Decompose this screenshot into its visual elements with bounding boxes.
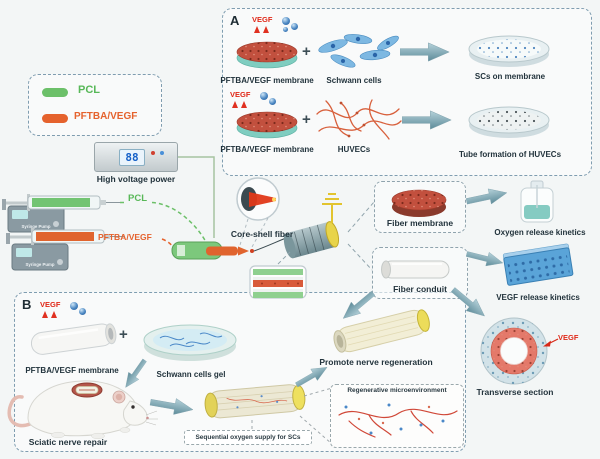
oxygen-sphere-icon [70, 302, 78, 310]
vegf-up-arrow-icon [241, 101, 247, 108]
oxygen-sphere-icon [79, 308, 86, 315]
transverse-vegf-label: VEGF [558, 333, 579, 342]
pump-label-1: Syringe Pump [22, 224, 51, 229]
flow-arrow-oxygen [464, 185, 509, 210]
fiber-conduit-label: Fiber conduit [393, 284, 447, 294]
sequential-label-box: Sequential oxygen supply for SCs [184, 430, 312, 445]
pcl-feed-label: PCL [128, 193, 147, 204]
flow-arrow-transverse [447, 283, 490, 323]
oxygen-sphere-icon [269, 98, 276, 105]
mouse-icon [7, 380, 158, 440]
tube-formation-label: Tube formation of HUVECs [458, 150, 562, 159]
flow-arrow-a2 [402, 110, 452, 130]
fiber-structure-inset [249, 265, 307, 299]
huvec-network-icon [316, 99, 402, 140]
panel-a [222, 8, 592, 176]
vegf-badge-a2: VEGF [230, 90, 288, 118]
microenvironment-label: Regenerative microenvironment [347, 387, 447, 394]
pftba-feed-label: PFTBA/VEGF [98, 232, 152, 242]
gel-label: Schwann cells gel [156, 370, 226, 379]
legend-box [28, 74, 162, 136]
vegf-up-arrow-icon [254, 26, 260, 33]
pcl-syringe [2, 194, 120, 211]
legend-pcl-label: PCL [78, 84, 100, 96]
vegf-label: VEGF [40, 300, 61, 309]
connector-lines [277, 201, 375, 271]
promote-label: Promote nerve regeneration [319, 357, 433, 367]
transverse-label: Transverse section [476, 387, 554, 397]
vegf-up-arrow-icon [51, 311, 57, 318]
microplate-icon [502, 243, 574, 286]
sciatic-label: Sciatic nerve repair [28, 437, 108, 447]
oxygen-sphere-icon [283, 27, 288, 32]
collector-drum [283, 221, 340, 259]
taylor-cone-inset [236, 177, 280, 248]
syringe-pump-1: Syringe Pump [7, 205, 65, 233]
fiber-membrane-icon [391, 189, 447, 217]
vegf-label: VEGF [252, 15, 273, 24]
petri-dish-huvec [468, 106, 550, 138]
fiber-membrane-label: Fiber membrane [386, 218, 454, 228]
micro-leader-lines [251, 387, 333, 445]
panel-b-tag: B [22, 297, 32, 312]
vegf-leader-arrow [543, 338, 559, 347]
pump-label-2: Syringe Pump [26, 262, 55, 267]
scs-on-membrane-label: SCs on membrane [474, 72, 546, 81]
transverse-section-icon [480, 317, 548, 385]
legend-pftba-label: PFTBA/VEGF [74, 111, 138, 122]
schwann-cells-label: Schwann cells [326, 76, 382, 85]
pftba-syringe [6, 228, 124, 245]
core-shell-label: Core-shell fiber [230, 229, 294, 239]
spinneret [171, 241, 254, 260]
vegf-up-arrow-icon [42, 311, 48, 318]
flow-arrow-to-mouse [120, 356, 151, 392]
capillary-network-icon [338, 403, 458, 438]
oxygen-sphere-icon [260, 92, 268, 100]
vegf-up-arrow-icon [232, 101, 238, 108]
vegf-label: VEGF [230, 90, 251, 99]
plus-sign-row1: + [302, 43, 311, 60]
petri-dish-scs [468, 35, 550, 67]
membrane-label-row2: PFTBA/VEGF membrane [220, 145, 314, 154]
fiber-conduit-icon [381, 260, 450, 279]
vegf-badge-a1: VEGF [252, 15, 310, 43]
legend-pftba-swatch [42, 114, 68, 123]
plus-sign-row2: + [302, 111, 311, 128]
panel-a-tag: A [230, 13, 240, 28]
flow-arrow-panel-b [338, 287, 379, 325]
membrane-disc-1 [236, 41, 298, 69]
implant-conduit-icon [204, 384, 306, 419]
flow-arrow-a1 [400, 42, 450, 62]
high-voltage-power-supply: 88 [94, 142, 178, 172]
hv-wire [178, 156, 215, 238]
vegf-kinetics-label: VEGF release kinetics [496, 293, 580, 302]
flow-arrow-to-conduit [148, 394, 195, 418]
membrane-label-row1: PFTBA/VEGF membrane [220, 76, 314, 85]
microenvironment-inset: Regenerative microenvironment [330, 384, 464, 448]
flow-arrow-vegf-kinetics [464, 246, 505, 270]
gel-dish-icon [143, 324, 237, 361]
oxygen-sphere-icon [291, 23, 298, 30]
membrane-disc-2 [236, 111, 298, 139]
regenerated-conduit-icon [333, 309, 430, 353]
schwann-cells-icon [318, 34, 399, 68]
oxygen-sphere-icon [282, 17, 290, 25]
membrane-label-b: PFTBA/VEGF membrane [25, 366, 119, 375]
ground-symbol-icon [322, 193, 342, 223]
oxygen-device-icon [520, 180, 554, 223]
syringe-pump-2: Syringe Pump [11, 243, 69, 271]
legend-pcl-swatch [42, 88, 68, 97]
high-voltage-label: High voltage power [96, 174, 176, 184]
oxygen-kinetics-label: Oxygen release kinetics [494, 228, 586, 237]
vegf-up-arrow-icon [263, 26, 269, 33]
membrane-tube-icon [30, 323, 117, 355]
plus-sign-b: + [119, 326, 128, 343]
power-buttons [151, 151, 164, 155]
power-display: 88 [119, 149, 145, 166]
vegf-badge-b: VEGF [40, 300, 98, 328]
huvecs-label: HUVECs [337, 145, 371, 154]
